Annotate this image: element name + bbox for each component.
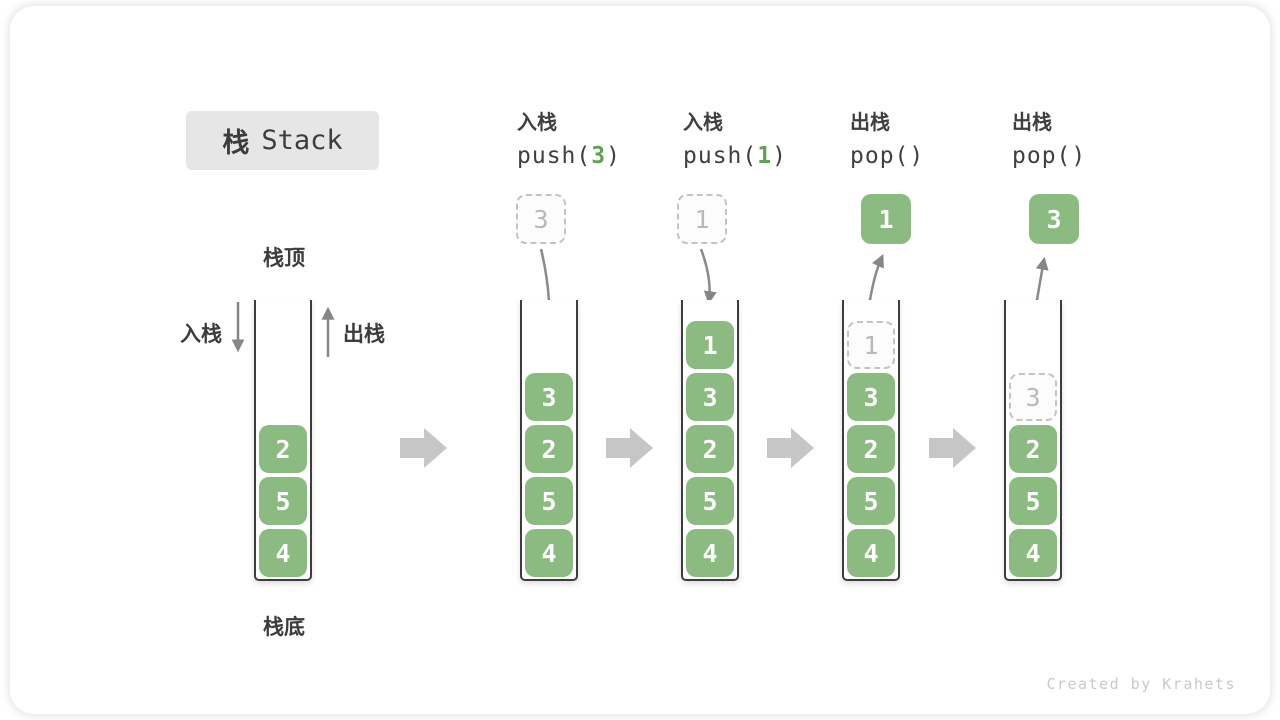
stack-cell: 5 <box>525 477 573 525</box>
fn-arg: 1 <box>757 143 773 169</box>
fn-arg: 3 <box>591 143 607 169</box>
operation-label: 入栈 <box>517 112 557 134</box>
fn-open: push( <box>683 143 758 169</box>
fn-open: push( <box>517 143 592 169</box>
title-cjk: 栈 <box>222 128 250 158</box>
title-latin: Stack <box>261 125 343 156</box>
column-header: 入栈 push(1) <box>683 106 787 169</box>
title-box: 栈 Stack <box>186 111 379 170</box>
stack-cell: 3 <box>847 373 895 421</box>
stack-cell: 2 <box>1009 425 1057 473</box>
flow-arrow-icon <box>767 428 814 468</box>
stack-cell: 3 <box>686 373 734 421</box>
stack-cell-ghost: 3 <box>1009 373 1057 421</box>
function-call-label: push(1) <box>683 143 787 169</box>
stack-bottom-label: 栈底 <box>263 616 305 639</box>
stack-cell: 4 <box>525 529 573 577</box>
fn-close: ) <box>909 143 925 169</box>
stack-cell: 4 <box>259 529 307 577</box>
stack-cell: 2 <box>686 425 734 473</box>
stack-cell: 4 <box>847 529 895 577</box>
column-header: 入栈 push(3) <box>517 106 621 169</box>
fn-open: pop( <box>1012 143 1072 169</box>
flow-arrow-icon <box>606 428 653 468</box>
function-call-label: push(3) <box>517 143 621 169</box>
stack-cell: 4 <box>686 529 734 577</box>
fn-close: ) <box>1071 143 1087 169</box>
incoming-value-cell: 1 <box>677 194 727 244</box>
stack-cell-ghost: 1 <box>847 321 895 369</box>
function-call-label: pop() <box>850 143 924 169</box>
operation-label: 入栈 <box>683 112 723 134</box>
column-header: 出栈 pop() <box>850 106 924 169</box>
push-side-label: 入栈 <box>180 323 222 346</box>
popped-value-cell: 1 <box>861 194 911 244</box>
stack-cell: 2 <box>847 425 895 473</box>
flow-arrow-icon <box>929 428 976 468</box>
incoming-value-cell: 3 <box>516 194 566 244</box>
function-call-label: pop() <box>1012 143 1086 169</box>
operation-label: 出栈 <box>1012 112 1052 134</box>
fn-close: ) <box>772 143 787 169</box>
fn-close: ) <box>606 143 621 169</box>
stack-cell: 2 <box>259 425 307 473</box>
fn-open: pop( <box>850 143 910 169</box>
column-header: 出栈 pop() <box>1012 106 1086 169</box>
stack-cell: 5 <box>1009 477 1057 525</box>
stack-cell: 3 <box>525 373 573 421</box>
stack-cell: 5 <box>259 477 307 525</box>
push-curve-arrow-icon <box>699 248 717 305</box>
stack-cell: 1 <box>686 321 734 369</box>
watermark: Created by Krahets <box>1046 675 1236 693</box>
operation-label: 出栈 <box>850 112 890 134</box>
stack-cell: 2 <box>525 425 573 473</box>
stack-cell: 5 <box>686 477 734 525</box>
pop-side-label: 出栈 <box>343 323 385 346</box>
popped-value-cell: 3 <box>1029 194 1079 244</box>
flow-arrow-icon <box>400 428 447 468</box>
stack-cell: 4 <box>1009 529 1057 577</box>
stack-top-label: 栈顶 <box>263 247 305 270</box>
stack-cell: 5 <box>847 477 895 525</box>
